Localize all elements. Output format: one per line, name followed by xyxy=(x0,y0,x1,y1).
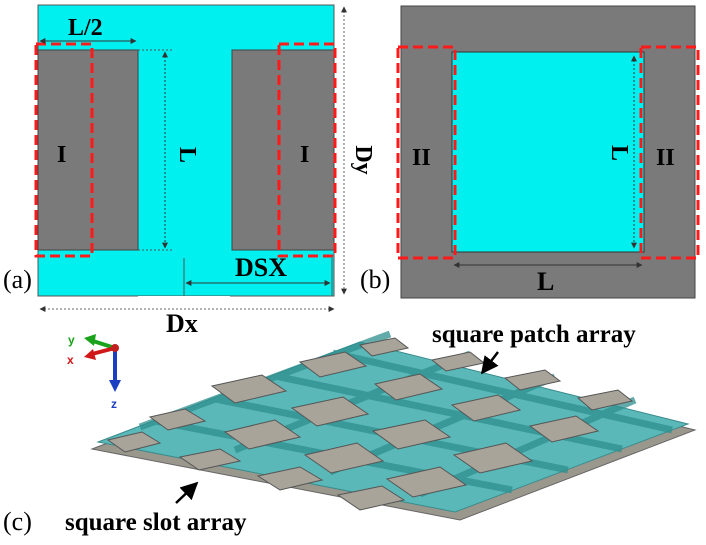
panel-a-region-left-box xyxy=(34,42,94,258)
panel-a-dx-label: Dx xyxy=(166,309,198,338)
axis-z-arrowhead xyxy=(109,380,121,392)
panel-c-tag: (c) xyxy=(3,507,32,536)
panel-a-slot-left xyxy=(37,49,139,251)
panel-b: L L II II (b) xyxy=(360,5,700,299)
axis-x-label: x xyxy=(67,353,74,367)
panel-a-half-length-label: L/2 xyxy=(68,15,103,41)
axis-y-arrowhead xyxy=(84,334,96,346)
panel-b-length-vertical-label: L xyxy=(606,145,632,161)
panel-a-dx-gap xyxy=(138,296,230,310)
panel-a-region-right-label: I xyxy=(300,142,309,168)
panel-a: L/2 L I I Dy DSX Dx (a) xyxy=(3,4,376,338)
panel-b-region-left-label: II xyxy=(412,145,431,171)
panel-b-slot xyxy=(451,51,645,253)
panel-a-slot-right xyxy=(231,49,335,251)
panel-a-region-right-box xyxy=(277,42,337,258)
panel-b-tag: (b) xyxy=(360,265,390,294)
panel-a-length-label: L xyxy=(174,147,200,163)
panel-a-dy-label: Dy xyxy=(350,145,376,174)
panel-b-region-right-label: II xyxy=(656,145,675,171)
panel-c-axes: y x z xyxy=(67,333,121,411)
panel-c-bottom-array-label: square slot array xyxy=(65,509,247,536)
axis-x-arrowhead xyxy=(84,349,96,360)
axis-origin xyxy=(111,344,119,352)
panel-c-bottom-arrow xyxy=(175,481,199,504)
axis-z-label: z xyxy=(111,397,117,411)
axis-y-label: y xyxy=(68,333,75,347)
panel-c: square patch array square slot array (c)… xyxy=(3,321,697,536)
panel-c-patch-array xyxy=(106,337,634,511)
panel-b-length-horizontal-label: L xyxy=(537,267,554,296)
panel-a-tag: (a) xyxy=(3,265,32,294)
panel-c-top-array-label: square patch array xyxy=(432,321,636,348)
panel-c-top-arrow xyxy=(480,351,499,375)
panel-a-region-left-label: I xyxy=(57,142,66,168)
panel-a-dsx-label: DSX xyxy=(235,253,287,282)
